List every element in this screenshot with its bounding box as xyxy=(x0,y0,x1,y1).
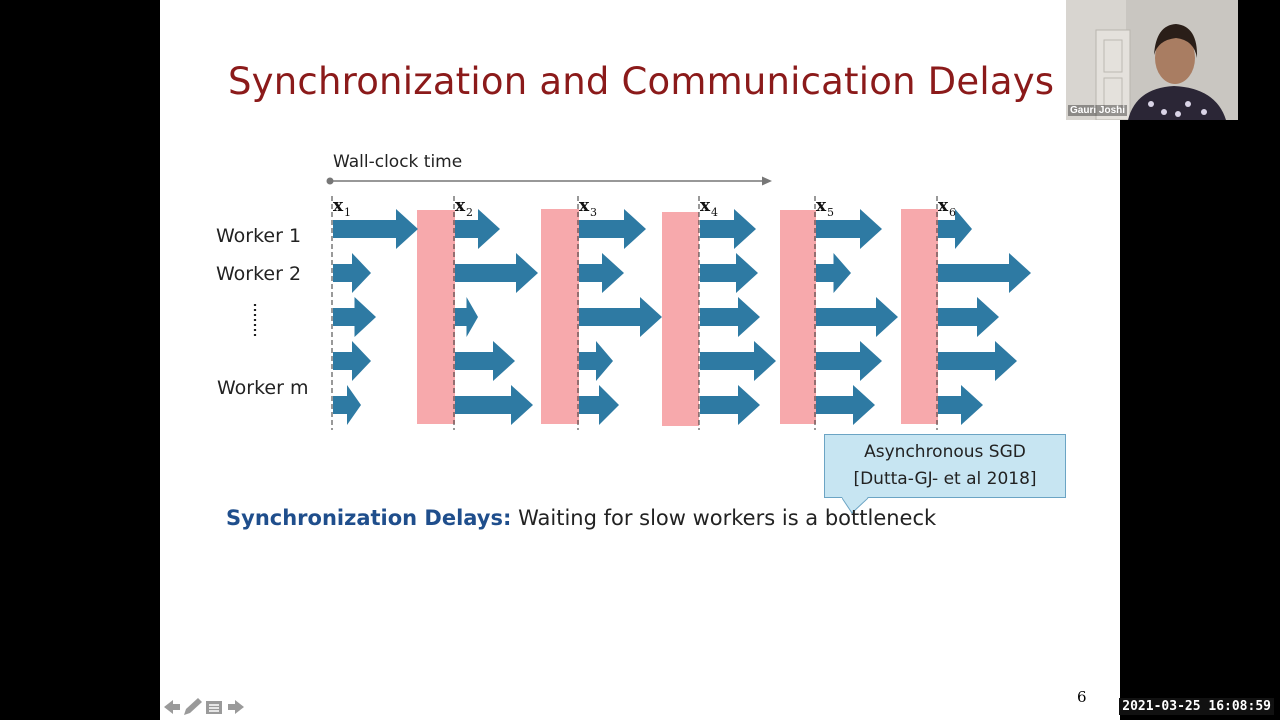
gradient-arrow-3-1 xyxy=(579,209,646,249)
webcam-name-label: Gauri Joshi xyxy=(1068,105,1128,116)
iterate-label-1: x xyxy=(333,196,344,216)
iterate-label-6: x xyxy=(938,196,949,216)
iterate-subscript-1: 1 xyxy=(344,206,351,219)
gradient-arrow-5-2 xyxy=(816,253,851,293)
webcam-scene xyxy=(1066,0,1238,120)
gradient-arrow-1-2 xyxy=(333,253,371,293)
gradient-arrow-3-4 xyxy=(579,341,613,381)
callout-async-sgd: Asynchronous SGD [Dutta-GJ- et al 2018] xyxy=(824,434,1066,514)
slide-title: Synchronization and Communication Delays xyxy=(228,60,1055,103)
iterate-label-4: x xyxy=(700,196,711,216)
gradient-arrow-2-1 xyxy=(455,209,500,249)
gradient-arrow-6-2 xyxy=(938,253,1031,293)
gradient-arrow-6-4 xyxy=(938,341,1017,381)
worker-label-2: Worker 2 xyxy=(216,263,301,285)
sync-diagram: Wall-clock time Worker 1 Worker 2 Worker… xyxy=(216,152,1031,430)
barrier-4 xyxy=(780,210,816,424)
iterate-label-3: x xyxy=(579,196,590,216)
arrow-left-icon[interactable] xyxy=(164,700,180,714)
callout-line-2: [Dutta-GJ- et al 2018] xyxy=(853,469,1037,489)
gradient-arrow-2-4 xyxy=(455,341,515,381)
menu-icon[interactable] xyxy=(206,701,222,714)
gradient-arrow-6-5 xyxy=(938,385,983,425)
caption-emphasis: Synchronization Delays xyxy=(226,506,503,530)
gradient-arrow-1-1 xyxy=(333,209,418,249)
worker-label-1: Worker 1 xyxy=(216,225,301,247)
barrier-2 xyxy=(541,209,579,424)
barrier-1 xyxy=(417,210,455,424)
recording-timestamp: 2021-03-25 16:08:59 xyxy=(1119,698,1274,715)
iterate-subscript-4: 4 xyxy=(711,206,718,219)
barrier-5 xyxy=(901,209,938,424)
gradient-arrow-5-3 xyxy=(816,297,898,337)
time-axis-label: Wall-clock time xyxy=(333,152,462,172)
gradient-arrow-3-3 xyxy=(579,297,662,337)
gradient-arrow-4-4 xyxy=(700,341,776,381)
gradient-arrow-5-1 xyxy=(816,209,882,249)
time-axis-arrowhead xyxy=(762,176,772,186)
gradient-arrow-2-2 xyxy=(455,253,538,293)
caption-colon: : xyxy=(503,506,512,530)
page-number: 6 xyxy=(1077,688,1087,706)
gradient-arrow-1-4 xyxy=(333,341,371,381)
iterate-subscript-6: 6 xyxy=(949,206,956,219)
callout-box xyxy=(824,434,1066,498)
iterate-label-5: x xyxy=(816,196,827,216)
pen-icon[interactable] xyxy=(184,698,202,715)
time-axis: Wall-clock time xyxy=(326,152,772,186)
gradient-arrow-4-5 xyxy=(700,385,760,425)
gradient-arrow-2-3 xyxy=(455,297,478,337)
gradient-arrow-1-5 xyxy=(333,385,361,425)
slide: Synchronization and Communication Delays… xyxy=(160,0,1120,720)
arrow-right-icon[interactable] xyxy=(228,700,244,714)
caption-text: Waiting for slow workers is a bottleneck xyxy=(511,506,937,530)
worker-label-m: Worker m xyxy=(217,377,308,399)
slide-nav xyxy=(164,698,244,715)
iterate-label-2: x xyxy=(455,196,466,216)
gradient-arrow-3-2 xyxy=(579,253,624,293)
gradient-arrow-4-3 xyxy=(700,297,760,337)
caption: Synchronization Delays: Waiting for slow… xyxy=(226,506,936,530)
callout-line-1: Asynchronous SGD xyxy=(864,442,1026,462)
gradient-arrow-5-4 xyxy=(816,341,882,381)
gradient-arrow-6-1 xyxy=(938,209,972,249)
callout-pointer xyxy=(842,497,869,514)
gradient-arrow-1-3 xyxy=(333,297,376,337)
gradient-arrow-2-5 xyxy=(455,385,533,425)
barrier-3 xyxy=(662,212,699,426)
iterate-subscript-3: 3 xyxy=(590,206,597,219)
gradient-arrow-3-5 xyxy=(579,385,619,425)
gradient-arrow-6-3 xyxy=(938,297,999,337)
iterate-subscript-5: 5 xyxy=(827,206,834,219)
gradient-arrow-4-2 xyxy=(700,253,758,293)
webcam-video: Gauri Joshi xyxy=(1066,0,1238,120)
gradient-arrow-5-5 xyxy=(816,385,875,425)
iterate-subscript-2: 2 xyxy=(466,206,473,219)
gradient-arrow-4-1 xyxy=(700,209,756,249)
